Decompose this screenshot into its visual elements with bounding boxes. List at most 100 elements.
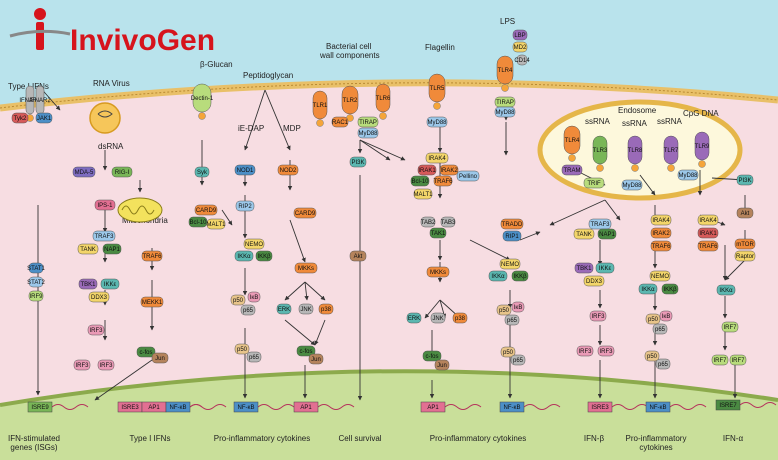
node-label-mtor: mTOR	[736, 242, 754, 248]
promoter-label-nfkb4: NF-κB	[650, 405, 667, 411]
node-label-p65b: p65	[249, 355, 260, 361]
node-label-malt1b: MALT1	[414, 192, 434, 198]
node-label-tirapa: TIRAP	[359, 120, 377, 126]
node-traf3b: TRAF3	[588, 218, 612, 230]
promoter-label-isre1: ISRE9	[31, 405, 49, 411]
arrow-39	[469, 239, 511, 261]
node-jnka: JNK	[298, 303, 314, 315]
node-tab3: TAB3	[441, 216, 456, 228]
label-betaglucan: β-Glucan	[200, 60, 233, 69]
mitochondria-icon	[117, 197, 163, 223]
node-card9a: CARD9	[194, 204, 218, 216]
node-rigi: RIG-I	[111, 166, 133, 178]
node-label-myd88b: MyD88	[427, 120, 447, 126]
node-ikkab: IKKα	[488, 270, 508, 282]
node-nap1b: NAP1	[597, 228, 617, 240]
node-label-mkksa: MKKs	[298, 266, 314, 272]
node-ikbb: IκB	[511, 301, 525, 313]
node-label-tab3: TAB3	[441, 220, 456, 226]
promoter-label-nfkb3: NF-κB	[504, 405, 521, 411]
node-mkksa: MKKs	[294, 262, 318, 274]
node-label-nap1b: NAP1	[599, 232, 615, 238]
node-etlr7: TLR7	[664, 135, 679, 172]
promoter-isre1: ISRE9	[27, 401, 89, 413]
node-label-akta: Akt	[354, 254, 363, 260]
node-p50e: p50	[645, 313, 661, 325]
promoter-nfkb1: NF-κB	[165, 401, 227, 413]
promoter-ap1c: AP1	[420, 401, 482, 413]
node-label-irak4c: IRAK4	[699, 218, 717, 224]
node-label-ddx3a: DDX3	[91, 295, 108, 301]
output-cyt2: Pro-inflammatory cytokines	[430, 434, 526, 443]
node-label-irak4b: IRAK4	[652, 218, 670, 224]
node-jak1: JAK1	[35, 112, 53, 124]
node-label-tlr5: TLR5	[430, 86, 445, 92]
node-rip2: RIP2	[235, 200, 255, 212]
node-mekk1: MEKK1	[140, 296, 164, 308]
node-ikkea: IKKε	[100, 278, 120, 290]
node-label-junc: Jun	[437, 363, 447, 369]
node-cd14: CD14	[514, 54, 530, 66]
node-tlr1: TLR1	[313, 90, 328, 127]
node-rac1: RAC1	[331, 116, 349, 128]
arrow-24	[314, 319, 326, 346]
node-label-etlr7: TLR7	[664, 148, 679, 154]
node-tirapb: TIRAP	[494, 96, 516, 108]
node-label-p38a: p38	[321, 307, 332, 313]
node-tbk1b: TBK1	[574, 262, 594, 274]
node-label-traf3b: TRAF3	[590, 222, 610, 228]
node-ikkbc: IKKβ	[661, 283, 679, 295]
node-etlr4: TLR4	[563, 125, 581, 162]
node-p65b: p65	[246, 351, 262, 363]
arrow-13	[264, 89, 291, 151]
node-tlr2: TLR2	[341, 85, 359, 122]
output-isg1: IFN-stimulated	[8, 434, 60, 443]
node-myd88d: MyD88	[621, 179, 643, 191]
node-md2: MD2	[512, 41, 528, 53]
label-ssrna3: ssRNA	[657, 117, 683, 126]
node-label-tyk2: Tyk2	[14, 116, 27, 122]
node-p65e: p65	[652, 323, 668, 335]
node-stat2: STAT2	[27, 276, 46, 288]
label-bacterial1: Bacterial cell	[326, 42, 372, 51]
node-irak1c: IRAK1	[697, 227, 719, 239]
node-label-erkb: ERK	[408, 316, 420, 322]
node-traf3a: TRAF3	[92, 230, 116, 242]
node-tlr4: TLR4	[496, 55, 514, 92]
nucleus	[0, 371, 778, 460]
node-myd88c: MyD88	[494, 106, 516, 118]
node-ddx3a: DDX3	[88, 291, 110, 303]
node-label-stat1: STAT1	[27, 266, 45, 272]
node-label-irf3d: IRF3	[591, 314, 605, 320]
arrow-28	[359, 139, 406, 161]
node-aktb: Akt	[736, 207, 754, 219]
node-label-tlr2: TLR2	[343, 98, 358, 104]
node-label-ikkaa: IKKα	[237, 254, 251, 260]
arrow-46	[549, 199, 606, 226]
node-irak4a: IRAK4	[425, 152, 449, 164]
arrow-21	[304, 281, 309, 301]
node-junc: Jun	[434, 359, 450, 371]
node-ikkba: IKKβ	[255, 250, 273, 262]
node-pellino: Pellino	[456, 170, 480, 182]
node-label-irf3e: IRF3	[578, 349, 592, 355]
promoter-nfkb4: NF-κB	[645, 401, 707, 413]
arrow-67	[724, 259, 746, 281]
node-label-jnkb: JNK	[432, 316, 443, 322]
node-ips1: IPS-1	[94, 199, 116, 211]
node-cfosb: c-fos	[296, 345, 316, 357]
output-cyt1: Pro-inflammatory cytokines	[214, 434, 310, 443]
node-irf3a: IRF3	[87, 324, 105, 336]
node-ikkad: IKKα	[716, 284, 736, 296]
node-label-p65f: p65	[658, 362, 669, 368]
node-label-irak2a: IRAK2	[440, 168, 458, 174]
node-label-etlr8: TLR8	[628, 148, 643, 154]
node-label-irf9: IRF9	[29, 294, 43, 300]
rna-virus-icon	[89, 102, 121, 134]
arrow-20	[284, 281, 306, 301]
node-label-irf3a: IRF3	[89, 328, 103, 334]
node-p50b: p50	[234, 343, 250, 355]
node-label-tradd: TRADD	[502, 222, 523, 228]
node-label-myd88d: MyD88	[622, 183, 642, 189]
node-syk: Syk	[194, 166, 210, 178]
